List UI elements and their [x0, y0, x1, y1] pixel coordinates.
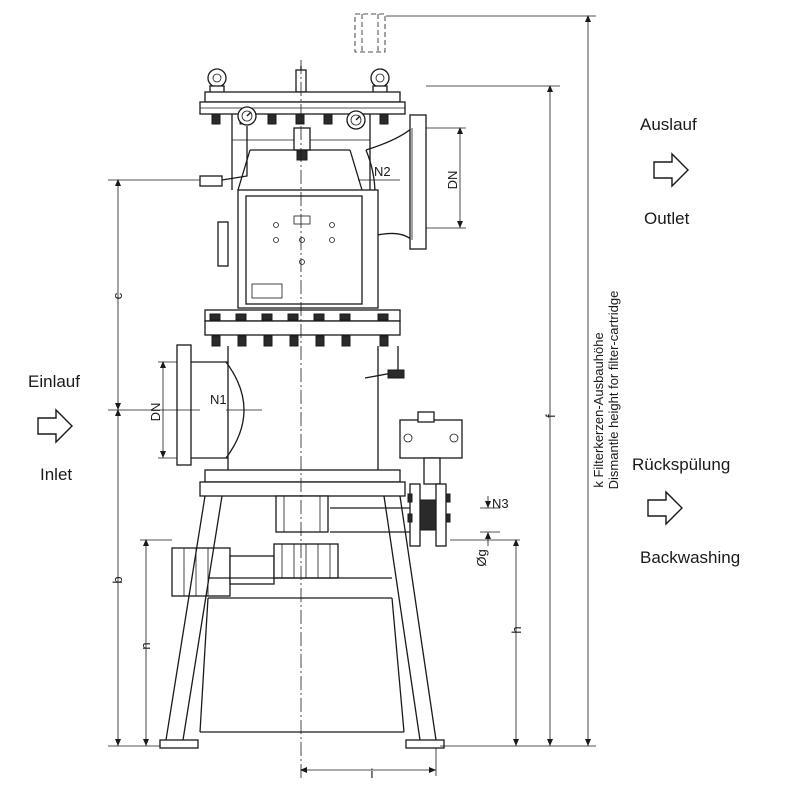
outlet-label-de: Auslauf — [640, 115, 697, 134]
dim-b-label: b — [110, 576, 125, 583]
outlet-flow: Auslauf Outlet — [640, 115, 697, 228]
dimension-dn-inlet: DN — [148, 361, 177, 459]
backwash-arrow-icon — [647, 490, 683, 526]
inlet-arrow-icon — [37, 408, 73, 444]
dim-c-label: c — [110, 292, 125, 299]
nozzle-n3-label: N3 — [492, 496, 509, 511]
middle-flange — [204, 309, 401, 347]
nozzle-n1-label: N1 — [210, 392, 227, 407]
dimension-i: i — [300, 748, 437, 781]
flange-bolts — [209, 313, 389, 347]
upper-housing — [217, 189, 379, 309]
dimension-f: f — [543, 85, 558, 746]
nozzle-labels: N1 N2 N3 — [210, 164, 509, 511]
dim-dn-inlet-label: DN — [148, 403, 163, 422]
dismantle-line2: Dismantle height for filter-cartridge — [606, 291, 621, 490]
dimension-k: k Filterkerzen-Ausbauhöhe Dismantle heig… — [585, 15, 621, 746]
dimension-c: c — [110, 179, 125, 410]
dimension-g: Øg — [474, 496, 500, 567]
dim-h-label: h — [509, 626, 524, 633]
outlet-arrow-icon — [653, 152, 689, 188]
dim-dn-outlet-label: DN — [445, 171, 460, 190]
nozzle-n2-label: N2 — [374, 164, 391, 179]
upper-chamber — [199, 106, 371, 191]
top-cover — [199, 66, 406, 125]
lower-housing — [227, 346, 405, 470]
dim-i-label: i — [371, 766, 374, 781]
dim-n-label: n — [138, 642, 153, 649]
backwash-label-de: Rückspülung — [632, 455, 730, 474]
bottom-flange — [199, 469, 406, 533]
backwash-flow: Rückspülung Backwashing — [632, 455, 740, 567]
dimension-b: b — [110, 409, 125, 746]
support-frame — [159, 495, 445, 749]
inlet-label-en: Inlet — [40, 465, 72, 484]
dim-f-label: f — [543, 414, 558, 418]
dimension-n: n — [138, 539, 153, 746]
pressure-gauge-icon — [237, 106, 257, 126]
outlet-label-en: Outlet — [644, 209, 690, 228]
backwash-label-en: Backwashing — [640, 548, 740, 567]
dimension-h: h — [509, 539, 524, 746]
dismantle-line1: k Filterkerzen-Ausbauhöhe — [591, 332, 606, 487]
pressure-gauge-icon — [346, 110, 366, 130]
top-extension — [354, 13, 386, 53]
backwash-valve-n3 — [330, 411, 463, 547]
dim-g-label: Øg — [474, 549, 489, 566]
inlet-label-de: Einlauf — [28, 372, 80, 391]
inlet-flow: Einlauf Inlet — [28, 372, 80, 484]
dimension-dn-outlet: DN — [426, 127, 466, 229]
drive-motor — [171, 543, 339, 597]
